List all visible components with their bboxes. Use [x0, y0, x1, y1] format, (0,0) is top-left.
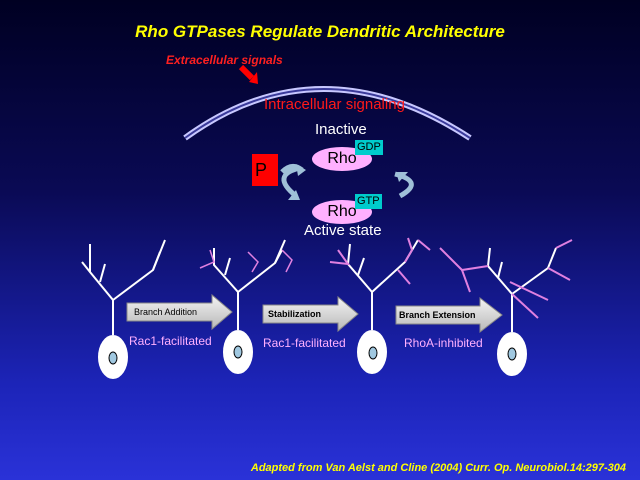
neuron-2 [213, 239, 286, 330]
stage-3-sub-label: RhoA-inhibited [404, 336, 483, 350]
arrow-branch-addition [126, 293, 233, 331]
neuron-3-pink-branches [329, 237, 431, 285]
active-state-label: Active state [304, 222, 382, 239]
gdp-tag: GDP [355, 140, 383, 155]
stage-3-arrow-label: Branch Extension [399, 310, 476, 320]
stage-2-arrow-label: Stabilization [268, 309, 322, 319]
credit-line: Adapted from Van Aelst and Cline (2004) … [250, 462, 626, 474]
gtp-tag: GTP [355, 194, 382, 209]
arrow-stabilization [262, 295, 359, 333]
neuron-4 [486, 247, 557, 332]
rho-gdp: Rho [312, 147, 372, 171]
slide-title: Rho GTPases Regulate Dendritic Architect… [135, 22, 505, 41]
arrow-branch-extension [395, 296, 503, 334]
signal-arrow-icon [238, 64, 258, 84]
stage-1-sub-label: Rac1-facilitated [129, 334, 212, 348]
extracellular-label: Extracellular signals [166, 53, 283, 67]
stage-2-sub-label: Rac1-facilitated [263, 336, 346, 350]
stage-1-arrow-label: Branch Addition [134, 307, 198, 317]
neuron-4-pink-branches [439, 239, 573, 319]
inactive-label: Inactive [315, 121, 367, 138]
neuron-1 [81, 239, 166, 335]
neuron-2-pink-branches [199, 249, 293, 273]
intracellular-label: Intracellular signaling [264, 96, 405, 113]
phosphate-box: P [252, 154, 278, 186]
